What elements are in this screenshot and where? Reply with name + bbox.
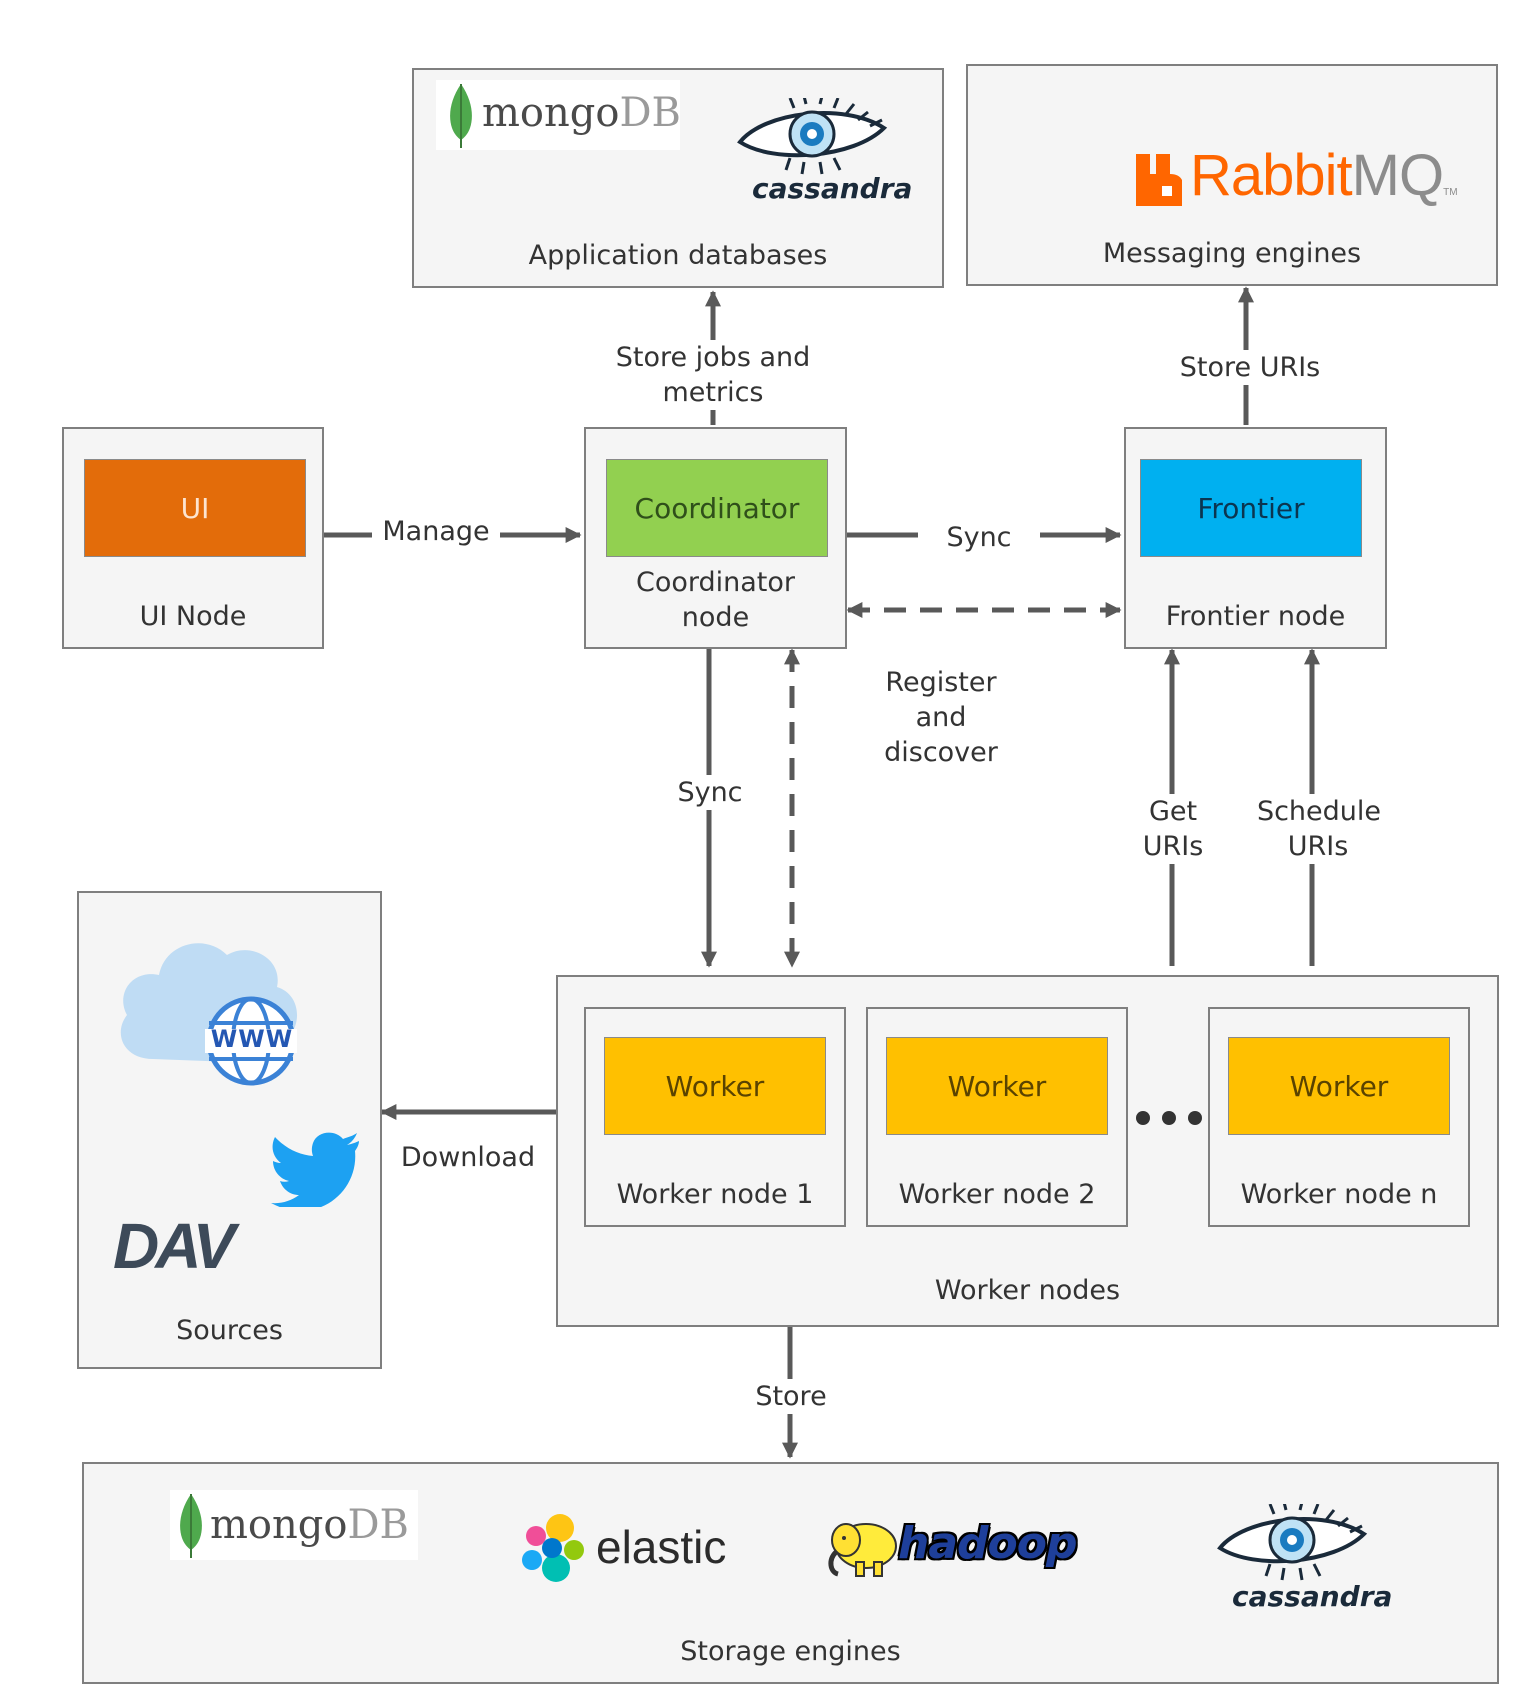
mongodb-leaf-icon <box>450 84 472 148</box>
worker-node-1-caption: Worker node 1 <box>616 1179 814 1210</box>
ui-node-box: UI UI Node <box>62 427 324 649</box>
storage-mongodb-logo: mongoDB <box>170 1490 418 1560</box>
sources-box: WWW DAV Sources <box>77 891 382 1369</box>
label-register-line3: discover <box>880 735 1002 770</box>
label-register-line2: and <box>880 700 1002 735</box>
coordinator-block: Coordinator <box>606 459 828 557</box>
worker-node-n-caption: Worker node n <box>1240 1179 1438 1210</box>
frontier-block: Frontier <box>1140 459 1362 557</box>
application-databases-box: mongoDB cassandra Application databases <box>412 68 944 288</box>
cassandra-eye-icon <box>1217 1504 1368 1581</box>
rabbitmq-logo-rabbit-text: Rabbit <box>1190 143 1353 208</box>
mongodb-logo-text: mongo <box>482 90 620 136</box>
sources-caption: Sources <box>176 1315 283 1346</box>
label-get-uris-line2: URIs <box>1130 829 1216 864</box>
frontier-node-caption: Frontier node <box>1165 601 1346 632</box>
label-schedule-line1: Schedule <box>1254 794 1384 829</box>
cassandra-logo: cassandra <box>734 98 912 208</box>
cassandra-logo-text: cassandra <box>752 172 913 205</box>
application-databases-caption: Application databases <box>528 240 828 271</box>
label-store: Store <box>748 1379 834 1414</box>
mongodb-logo-db-text: DB <box>619 90 681 136</box>
hadoop-logo-text: hadoop <box>898 1518 1077 1569</box>
label-manage: Manage <box>372 514 500 549</box>
hadoop-elephant-icon <box>828 1523 897 1577</box>
mongodb-leaf-icon <box>180 1494 202 1558</box>
frontier-node-box: Frontier Frontier node <box>1124 427 1387 649</box>
label-get-uris-line1: Get <box>1130 794 1216 829</box>
worker-block-n: Worker <box>1228 1037 1450 1135</box>
storage-mongodb-logo-text: mongo <box>210 1502 348 1548</box>
worker-node-2-box: Worker Worker node 2 <box>866 1007 1128 1227</box>
label-download: Download <box>396 1140 540 1175</box>
label-register-line1: Register <box>880 665 1002 700</box>
storage-engines-box: mongoDB elastic hadoop <box>82 1462 1499 1684</box>
label-schedule-line2: URIs <box>1268 829 1368 864</box>
rabbitmq-logo-mq-text: MQ <box>1351 143 1444 208</box>
worker-nodes-box: Worker Worker node 1 Worker Worker node … <box>556 975 1499 1327</box>
coordinator-node-caption-line2: node <box>681 602 750 633</box>
ellipsis-dots <box>1134 1109 1206 1129</box>
worker-block-1: Worker <box>604 1037 826 1135</box>
www-logo-text: WWW <box>210 1025 294 1053</box>
hadoop-logo: hadoop <box>826 1512 1116 1582</box>
label-store-jobs-line2: metrics <box>660 375 766 410</box>
worker-nodes-caption: Worker nodes <box>934 1275 1121 1306</box>
storage-cassandra-logo: cassandra <box>1214 1504 1392 1614</box>
dav-logo-text: DAV <box>113 1210 235 1282</box>
messaging-engines-box: RabbitMQTM Messaging engines <box>966 64 1498 286</box>
worker-node-n-box: Worker Worker node n <box>1208 1007 1470 1227</box>
elastic-logo-text: elastic <box>596 1521 727 1573</box>
worker-node-1-box: Worker Worker node 1 <box>584 1007 846 1227</box>
mongodb-logo: mongoDB <box>436 80 681 150</box>
storage-cassandra-logo-text: cassandra <box>1232 1580 1393 1613</box>
worker-node-2-caption: Worker node 2 <box>898 1179 1096 1210</box>
storage-engines-caption: Storage engines <box>680 1636 901 1667</box>
elastic-icon <box>522 1514 584 1582</box>
ui-node-caption: UI Node <box>139 601 247 632</box>
label-sync-workers: Sync <box>674 775 746 810</box>
rabbitmq-logo-tm-text: TM <box>1443 187 1458 198</box>
rabbitmq-logo: RabbitMQTM <box>1136 143 1458 228</box>
messaging-engines-caption: Messaging engines <box>1102 238 1362 269</box>
coordinator-node-box: Coordinator Coordinator node <box>584 427 847 649</box>
elastic-logo: elastic <box>520 1514 750 1584</box>
ui-block: UI <box>84 459 306 557</box>
worker-block-2: Worker <box>886 1037 1108 1135</box>
globe-icon <box>205 996 297 1086</box>
label-store-jobs-line1: Store jobs and <box>610 340 816 375</box>
coordinator-node-caption-line1: Coordinator <box>635 567 796 598</box>
storage-mongodb-logo-db-text: DB <box>347 1502 409 1548</box>
label-store-uris: Store URIs <box>1170 350 1330 385</box>
cassandra-eye-icon <box>737 98 888 175</box>
twitter-bird-icon <box>271 1132 359 1207</box>
rabbitmq-icon <box>1136 154 1182 206</box>
label-sync-frontier: Sync <box>918 520 1040 555</box>
